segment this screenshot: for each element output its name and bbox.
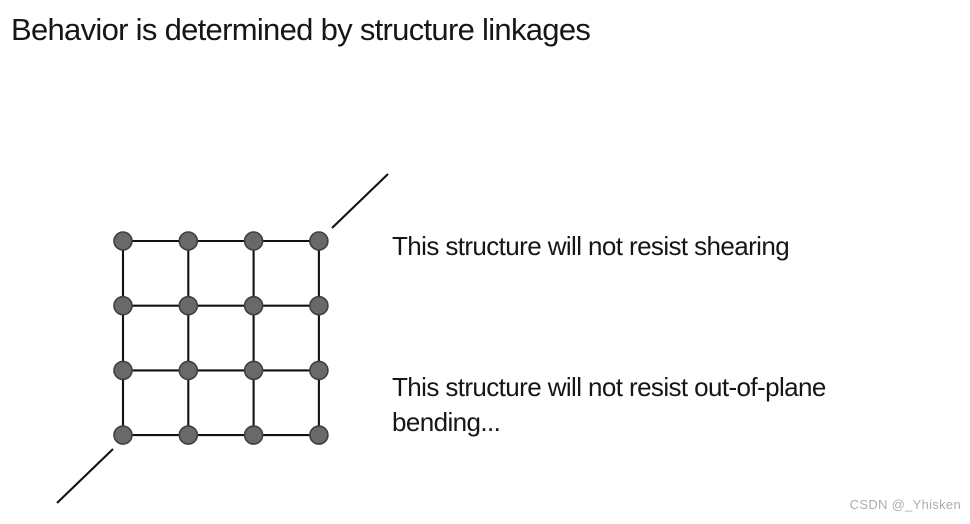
grid-node — [309, 295, 329, 316]
shear-line-bottom-left — [56, 448, 114, 504]
grid-node — [309, 231, 329, 251]
grid-node — [309, 360, 329, 381]
annotation-bending: This structure will not resist out-of-pl… — [392, 370, 826, 440]
grid-node — [178, 360, 199, 381]
grid-node — [178, 295, 199, 316]
grid-node — [243, 425, 264, 445]
grid-node — [243, 231, 264, 251]
grid-node — [113, 295, 133, 316]
grid-node — [309, 425, 329, 445]
shear-line-top-right — [331, 173, 389, 229]
annotation-bending-line-2: bending... — [392, 407, 501, 437]
annotation-shearing: This structure will not resist shearing — [392, 231, 790, 261]
grid-node — [243, 360, 264, 381]
grid-node — [243, 295, 264, 316]
watermark: CSDN @_Yhisken — [849, 497, 961, 512]
grid-node — [178, 231, 199, 251]
page-title: Behavior is determined by structure link… — [11, 12, 591, 47]
grid-node — [113, 360, 133, 381]
grid-node — [113, 425, 133, 445]
annotation-bending-line-1: This structure will not resist out-of-pl… — [392, 372, 826, 402]
grid-node — [178, 425, 199, 445]
grid-node — [113, 231, 133, 251]
